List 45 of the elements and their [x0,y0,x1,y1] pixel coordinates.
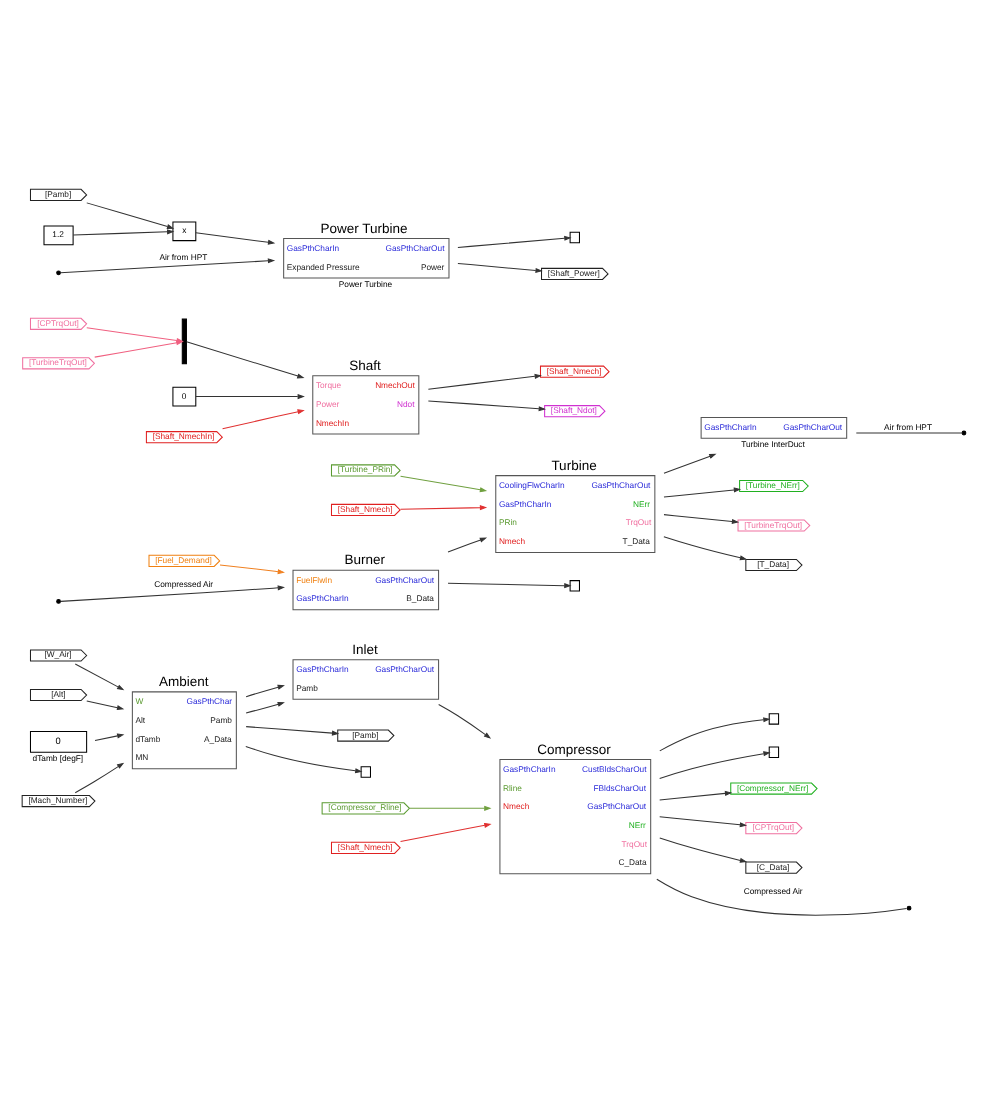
arrow [426,372,541,389]
arrow [73,662,124,690]
arrow [456,234,571,247]
arrow [658,836,747,862]
arrow [426,399,545,411]
arrow [662,452,716,473]
node-box [359,765,370,777]
node-box [767,712,779,724]
arrow [185,340,304,378]
arrow [244,700,284,713]
arrow [58,257,275,273]
arrow [71,228,174,235]
arrow [194,393,304,399]
connector [655,877,907,915]
arrow [399,474,487,492]
node-box [568,230,579,243]
node-box [568,579,579,591]
arrow [662,486,741,497]
arrow [85,201,174,228]
arrow [244,683,284,697]
arrow [408,804,491,810]
arrow [662,513,739,523]
arrow [59,584,284,601]
arrow [446,536,487,552]
arrow [658,789,732,800]
arrow [658,716,770,751]
arrow [85,699,124,710]
arrow [73,761,124,793]
arrow [244,725,339,735]
node-box [767,745,779,757]
arrow [194,231,275,244]
arrow [93,732,124,741]
arrow [662,535,747,560]
arrow [399,821,491,841]
arrow [221,408,304,429]
arrow [218,563,284,574]
connector [854,431,962,433]
arrow [437,703,491,738]
node-bar [180,317,186,364]
arrow [658,750,770,778]
arrow [456,261,542,272]
arrow [399,504,487,510]
arrow [446,581,571,588]
arrow [658,815,747,827]
arrow [244,744,362,773]
